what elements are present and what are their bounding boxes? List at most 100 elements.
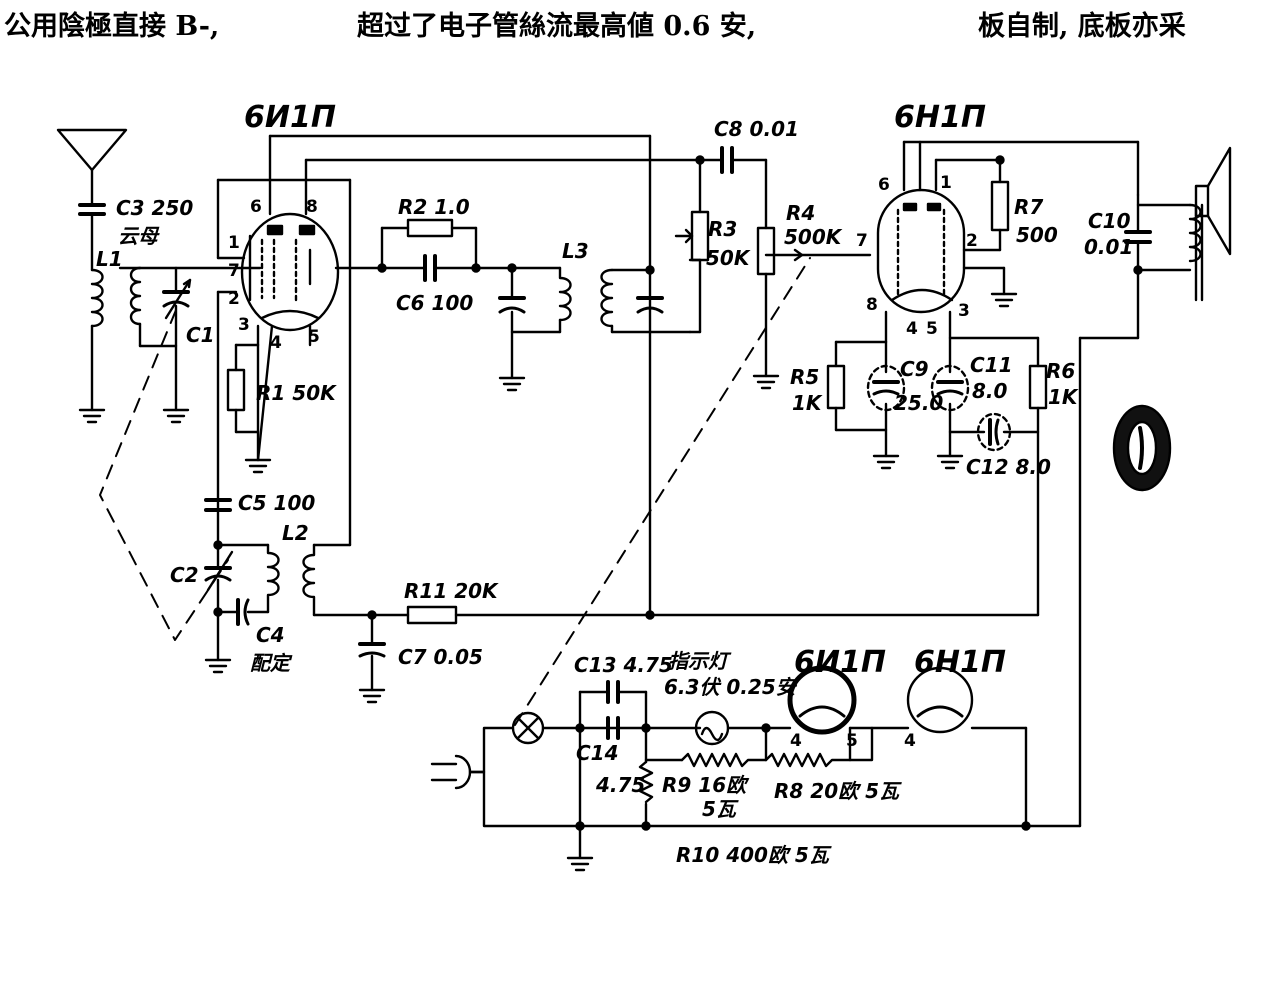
capacitor-c2-variable (204, 550, 234, 592)
pin-h1-4: 4 (790, 731, 802, 751)
speaker-icon (1194, 146, 1232, 256)
ground-symbol (872, 454, 900, 470)
pin-t1-7: 7 (228, 261, 240, 281)
inductor-l2-secondary (302, 543, 316, 617)
label-l3: L3 (562, 239, 589, 263)
pin-t2-7: 7 (856, 231, 868, 251)
label-r2: R2 1.0 (398, 195, 470, 219)
pin-h2-4: 4 (904, 731, 916, 751)
label-c10-val: 0.01 (1084, 235, 1133, 259)
label-c11-val: 8.0 (972, 379, 1008, 403)
label-c3-sub: 云母 (118, 224, 160, 248)
ground-symbol (358, 688, 386, 704)
resistor-r7 (990, 180, 1010, 232)
resistor-r2 (406, 218, 454, 238)
resistor-r4 (756, 226, 776, 276)
label-c5: C5 100 (238, 491, 315, 515)
pin-h1-5: 5 (846, 731, 858, 751)
label-c1: C1 (186, 323, 215, 347)
label-lamp-spec: 6.3伏 0.25安 (664, 675, 799, 699)
ground-symbol (990, 292, 1018, 308)
label-r5: R5 (790, 365, 819, 389)
pin-t2-6: 6 (878, 175, 890, 195)
label-c7: C7 0.05 (398, 645, 483, 669)
capacitor-c14 (606, 716, 620, 740)
capacitor-c13 (606, 680, 620, 704)
ground-symbol (244, 458, 272, 474)
inductor-l4 (600, 268, 614, 328)
tube2-label: 6Н1П (894, 100, 986, 135)
pin-t1-3: 3 (238, 315, 250, 335)
pin-t1-5: 5 (308, 327, 320, 347)
capacitor-c7 (358, 642, 386, 658)
label-r4-val: 500K (784, 225, 843, 249)
header-col1: 公用陰極直接 B-, (4, 11, 220, 42)
inductor-l1 (90, 268, 104, 328)
heater2-label: 6Н1П (914, 645, 1006, 680)
label-c9: C9 (900, 357, 929, 381)
label-c14: C14 (576, 741, 619, 765)
pin-t2-4: 4 (906, 319, 918, 339)
pin-t1-8: 8 (306, 197, 318, 217)
label-r11: R11 20K (404, 579, 499, 603)
label-c11: C11 (970, 353, 1013, 377)
pin-t2-3: 3 (958, 301, 970, 321)
label-c13: C13 4.75 (574, 653, 673, 677)
pin-t2-1: 1 (940, 173, 952, 193)
capacitor-trimmer (498, 296, 526, 314)
label-c10: C10 (1088, 209, 1131, 233)
label-l1: L1 (96, 247, 123, 271)
label-c8: C8 0.01 (714, 117, 799, 141)
capacitor-c4 (236, 598, 250, 626)
label-c6: C6 100 (396, 291, 473, 315)
pin-t1-6: 6 (250, 197, 262, 217)
tube1-label: 6И1П (244, 100, 336, 135)
power-plug-icon (430, 754, 472, 790)
label-r9: R9 16欧 (662, 773, 750, 797)
tube-6i1p (240, 212, 340, 332)
ground-symbol (498, 376, 526, 392)
label-r4: R4 (786, 201, 815, 225)
capacitor-c5 (204, 498, 232, 512)
label-r6-val: 1K (1048, 385, 1079, 409)
pin-t1-1: 1 (228, 233, 240, 253)
label-r3-val: 50K (706, 246, 751, 270)
label-r1: R1 50K (256, 381, 337, 405)
label-c12: C12 8.0 (966, 455, 1051, 479)
resistor-r9-zigzag (638, 760, 654, 804)
label-lamp: 指示灯 (668, 649, 732, 673)
label-l2: L2 (282, 521, 309, 545)
capacitor-trimmer (636, 296, 664, 314)
pin-t2-2: 2 (966, 231, 978, 251)
gang-tuning-dashed (99, 309, 229, 641)
heater1-label: 6И1П (794, 645, 886, 680)
label-c14-val: 4.75 (595, 773, 645, 797)
label-r3: R3 (708, 217, 737, 241)
label-r9-sub: 5瓦 (702, 797, 739, 821)
ground-symbol (936, 454, 964, 470)
label-c3: C3 250 (116, 196, 193, 220)
pin-t1-2: 2 (228, 289, 240, 309)
label-r6: R6 (1046, 359, 1075, 383)
label-r8: R8 20欧 5瓦 (774, 779, 902, 803)
inductor-l3 (558, 266, 572, 322)
ground-symbol (78, 408, 106, 424)
capacitor-c8 (720, 146, 734, 174)
label-c2: C2 (170, 563, 199, 587)
label-r7: R7 (1014, 195, 1043, 219)
ground-symbol (162, 408, 190, 424)
header-col3: 板自制, 底板亦采 (978, 11, 1186, 42)
label-c9-val: 25.0 (894, 391, 943, 415)
header-text: 公用陰極直接 B-, 超过了电子管絲流最高値 0.6 安, 板自制, 底板亦采 (0, 4, 1264, 44)
capacitor-c6 (423, 254, 437, 282)
stamp-mark (1112, 404, 1172, 492)
tube-6n1p (876, 188, 966, 314)
resistor-r1 (226, 368, 246, 412)
label-c4: C4 (256, 623, 285, 647)
heater-6i1p-icon (787, 665, 857, 735)
label-c4-sub: 配定 (250, 651, 293, 675)
ground-symbol (752, 374, 780, 390)
pin-t1-4: 4 (270, 333, 282, 353)
resistor-r5 (826, 364, 846, 410)
